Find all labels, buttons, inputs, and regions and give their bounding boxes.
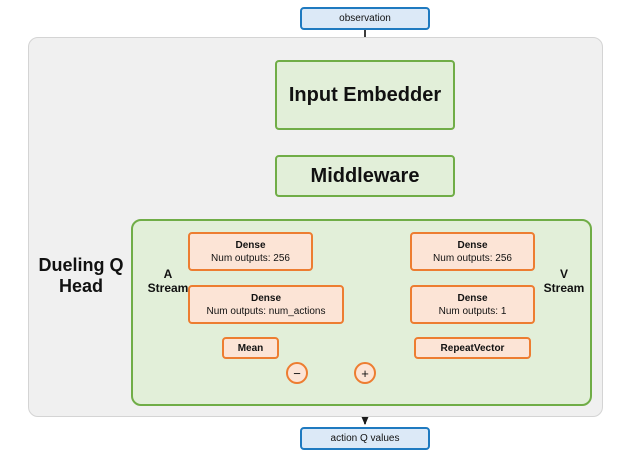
v-stream-label: V Stream [536,267,592,296]
node-repeat-vector-title: RepeatVector [440,342,505,354]
dueling-q-head-label: Dueling Q Head [33,255,129,296]
node-v-dense-1-subtitle: Num outputs: 1 [438,305,507,317]
node-action-q-values-label: action Q values [330,433,400,444]
add-operator-symbol: + [361,365,369,381]
a-stream-label: A Stream [140,267,196,296]
node-action-q-values[interactable]: action Q values [300,427,430,450]
v-stream-label-line2: Stream [543,280,585,295]
node-input-embedder-label: Input Embedder [288,83,442,106]
node-input-embedder[interactable]: Input Embedder [275,60,455,130]
node-middleware-label: Middleware [310,164,420,187]
subtract-operator-icon[interactable]: − [286,362,308,384]
node-repeat-vector[interactable]: RepeatVector [414,337,531,359]
node-observation[interactable]: observation [300,7,430,30]
dueling-q-head-label-line1: Dueling Q [38,255,124,275]
node-v-dense-1-title: Dense [457,292,488,304]
node-middleware[interactable]: Middleware [275,155,455,197]
subtract-operator-symbol: − [293,365,301,381]
node-mean[interactable]: Mean [222,337,279,359]
node-v-dense-256[interactable]: Dense Num outputs: 256 [410,232,535,271]
node-a-dense-256-subtitle: Num outputs: 256 [211,252,290,264]
node-v-dense-256-title: Dense [457,239,488,251]
add-operator-icon[interactable]: + [354,362,376,384]
node-a-dense-num-actions-subtitle: Num outputs: num_actions [206,305,326,317]
node-a-dense-num-actions[interactable]: Dense Num outputs: num_actions [188,285,344,324]
node-a-dense-256[interactable]: Dense Num outputs: 256 [188,232,313,271]
node-a-dense-num-actions-title: Dense [250,292,281,304]
v-stream-label-line1: V [559,267,568,281]
node-v-dense-1[interactable]: Dense Num outputs: 1 [410,285,535,324]
dueling-q-head-label-line2: Head [58,275,103,296]
node-a-dense-256-title: Dense [235,239,266,251]
a-stream-label-line2: Stream [147,280,189,295]
node-mean-title: Mean [237,342,264,354]
node-v-dense-256-subtitle: Num outputs: 256 [433,252,512,264]
a-stream-label-line1: A [163,267,173,281]
node-observation-label: observation [339,13,391,24]
